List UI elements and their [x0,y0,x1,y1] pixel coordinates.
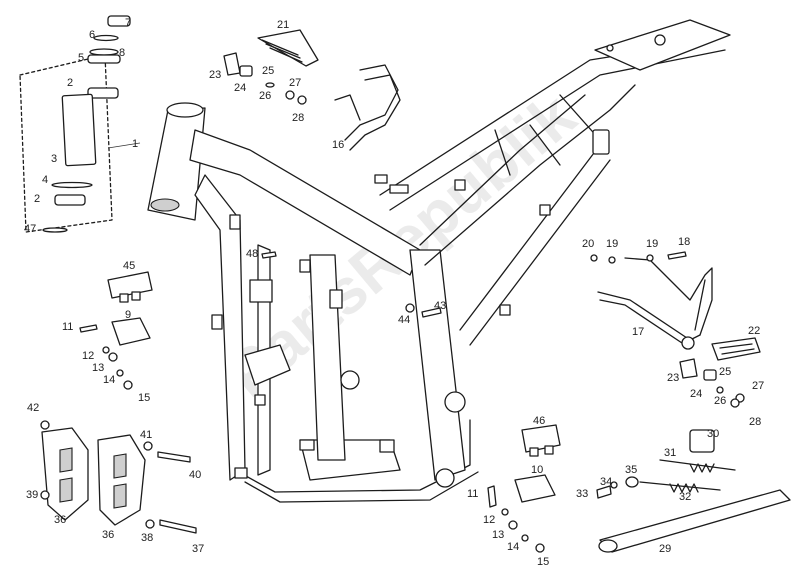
label-33: 33 [576,488,588,500]
label-45: 45 [123,260,135,272]
label-31: 31 [664,447,676,459]
label-13: 13 [92,362,104,374]
label-3: 3 [51,153,57,165]
steering-bearing-group [19,15,141,233]
label-26: 26 [259,90,271,102]
label-22: 22 [748,325,760,337]
label-44: 44 [398,314,410,326]
side-stand-group [596,429,791,553]
label-34: 34 [600,476,612,488]
label-41: 41 [140,429,152,441]
label-15: 15 [138,392,150,404]
label-13: 13 [492,529,504,541]
label-28: 28 [749,416,761,428]
clamp-46-group [521,424,561,457]
part-labels: 1 2 2 3 4 5 6 7 8 47 21 23 24 25 26 27 2… [24,17,764,568]
label-1: 1 [132,138,138,150]
label-15: 15 [537,556,549,568]
label-2: 2 [34,193,40,205]
label-36: 36 [54,514,66,526]
label-19: 19 [606,238,618,250]
label-46: 46 [533,415,545,427]
label-19: 19 [646,238,658,250]
label-27: 27 [752,380,764,392]
label-16: 16 [332,139,344,151]
label-40: 40 [189,469,201,481]
label-10: 10 [531,464,543,476]
label-26: 26 [714,395,726,407]
label-5: 5 [78,52,84,64]
footrest-bracket-17-group [590,251,713,350]
label-17: 17 [632,326,644,338]
label-39: 39 [26,489,38,501]
label-9: 9 [125,309,131,321]
label-43: 43 [434,300,446,312]
label-30: 30 [707,428,719,440]
label-25: 25 [262,65,274,77]
label-4: 4 [42,174,48,186]
label-29: 29 [659,543,671,555]
engine-plates-group [40,420,197,534]
label-18: 18 [678,236,690,248]
label-20: 20 [582,238,594,250]
main-frame [147,19,731,503]
label-7: 7 [125,17,131,29]
label-11: 11 [467,488,478,500]
label-38: 38 [141,532,153,544]
label-21: 21 [277,19,289,31]
label-37: 37 [192,543,204,555]
label-25: 25 [719,366,731,378]
label-36: 36 [102,529,114,541]
bolt-43-group [405,303,442,318]
label-6: 6 [89,29,95,41]
label-28: 28 [292,112,304,124]
footpeg-10-group [487,474,556,553]
label-12: 12 [483,514,495,526]
label-23: 23 [667,372,679,384]
bolt-48 [261,251,277,259]
label-48: 48 [246,248,258,260]
label-24: 24 [234,82,246,94]
label-8: 8 [119,47,125,59]
label-12: 12 [82,350,94,362]
footpeg-22-group [679,337,761,408]
label-24: 24 [690,388,702,400]
label-23: 23 [209,69,221,81]
clamp-45-group [107,271,153,303]
label-32: 32 [679,491,691,503]
bracket-16 [334,64,401,151]
label-11: 11 [62,321,73,333]
label-14: 14 [103,374,115,386]
label-14: 14 [507,541,519,553]
label-2: 2 [67,77,73,89]
label-42: 42 [27,402,39,414]
footpeg-9-group [79,317,151,390]
label-47: 47 [24,223,36,235]
label-27: 27 [289,77,301,89]
label-35: 35 [625,464,637,476]
passenger-footrest-left-group [223,29,319,105]
